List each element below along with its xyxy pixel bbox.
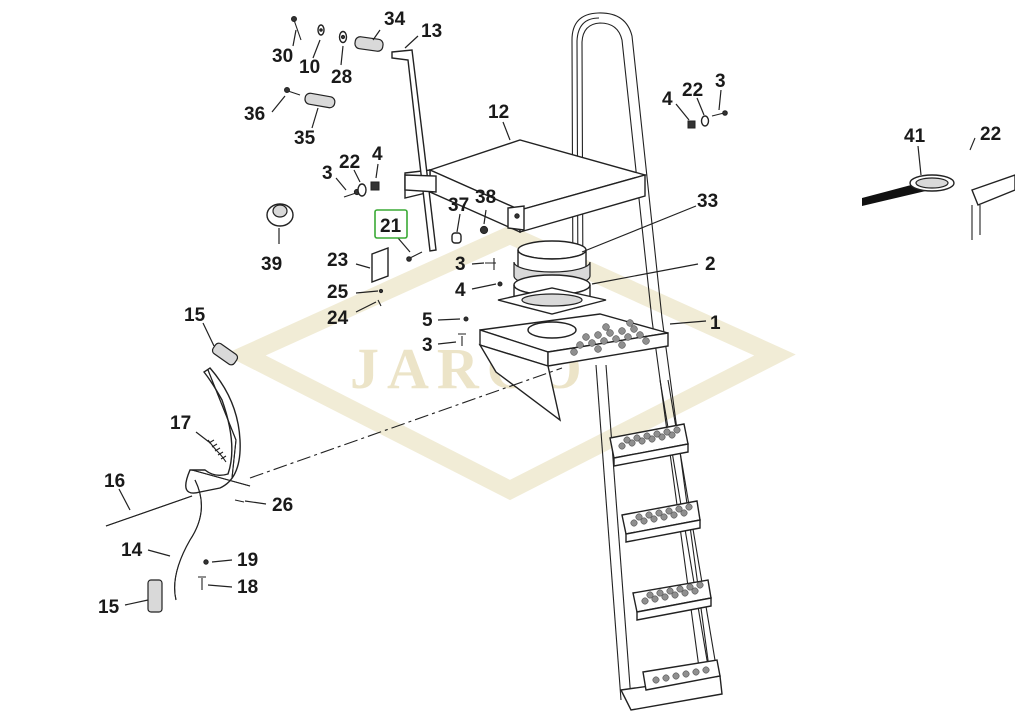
hardware-top-right: [687, 110, 728, 129]
callout-39[interactable]: 39: [261, 254, 282, 275]
callout-28[interactable]: 28: [331, 67, 352, 88]
callout-15-b[interactable]: 15: [98, 597, 120, 618]
base-part-2: [497, 274, 607, 315]
callout-35[interactable]: 35: [294, 128, 316, 149]
callout-36[interactable]: 36: [244, 104, 265, 125]
callout-14[interactable]: 14: [121, 540, 143, 561]
highlight-box-21: [374, 209, 408, 239]
callout-13[interactable]: 13: [421, 21, 442, 42]
callout-30[interactable]: 30: [272, 46, 293, 67]
callout-1[interactable]: 1: [710, 313, 721, 334]
callout-22-b[interactable]: 22: [682, 80, 703, 101]
hardware-center: [458, 258, 503, 346]
seat-part-12: [404, 139, 648, 234]
callout-4-b[interactable]: 4: [662, 89, 673, 110]
callout-25[interactable]: 25: [327, 282, 349, 303]
leader-lines: [118, 29, 922, 606]
trim-part-41: [862, 137, 1015, 240]
callout-21[interactable]: 21: [380, 216, 402, 237]
callout-10[interactable]: 10: [299, 57, 320, 78]
callout-2[interactable]: 2: [705, 254, 716, 275]
callout-3-d[interactable]: 3: [422, 335, 433, 356]
lever-part-13: [354, 36, 437, 252]
callout-labels[interactable]: 34 13 30 10 28 36 35 12 3 22 4 4 22 3 41…: [98, 9, 1001, 618]
callout-23[interactable]: 23: [327, 250, 348, 271]
callout-18[interactable]: 18: [237, 577, 258, 598]
hardware-top-left: [266, 16, 489, 307]
callout-16[interactable]: 16: [104, 471, 125, 492]
callout-34[interactable]: 34: [384, 9, 406, 30]
ladder-steps: [609, 423, 721, 691]
callout-33[interactable]: 33: [697, 191, 718, 212]
arm-assembly-14: [105, 342, 251, 613]
callout-3-a[interactable]: 3: [322, 163, 333, 184]
callout-5[interactable]: 5: [422, 310, 433, 331]
callout-3-b[interactable]: 3: [715, 71, 726, 92]
callout-22-c[interactable]: 22: [980, 124, 1001, 145]
callout-22-a[interactable]: 22: [339, 152, 360, 173]
callout-15-a[interactable]: 15: [184, 305, 206, 326]
callout-37[interactable]: 37: [448, 195, 469, 216]
callout-24[interactable]: 24: [327, 308, 349, 329]
alignment-line: [249, 367, 563, 479]
callout-4-c[interactable]: 4: [455, 280, 466, 301]
callout-26[interactable]: 26: [272, 495, 293, 516]
callout-3-c[interactable]: 3: [455, 254, 466, 275]
step-4: [642, 659, 721, 691]
callout-41[interactable]: 41: [904, 126, 926, 147]
callout-19[interactable]: 19: [237, 550, 258, 571]
callout-38[interactable]: 38: [475, 187, 496, 208]
callout-12[interactable]: 12: [488, 102, 509, 123]
callout-17[interactable]: 17: [170, 413, 191, 434]
callout-4-a[interactable]: 4: [372, 144, 383, 165]
